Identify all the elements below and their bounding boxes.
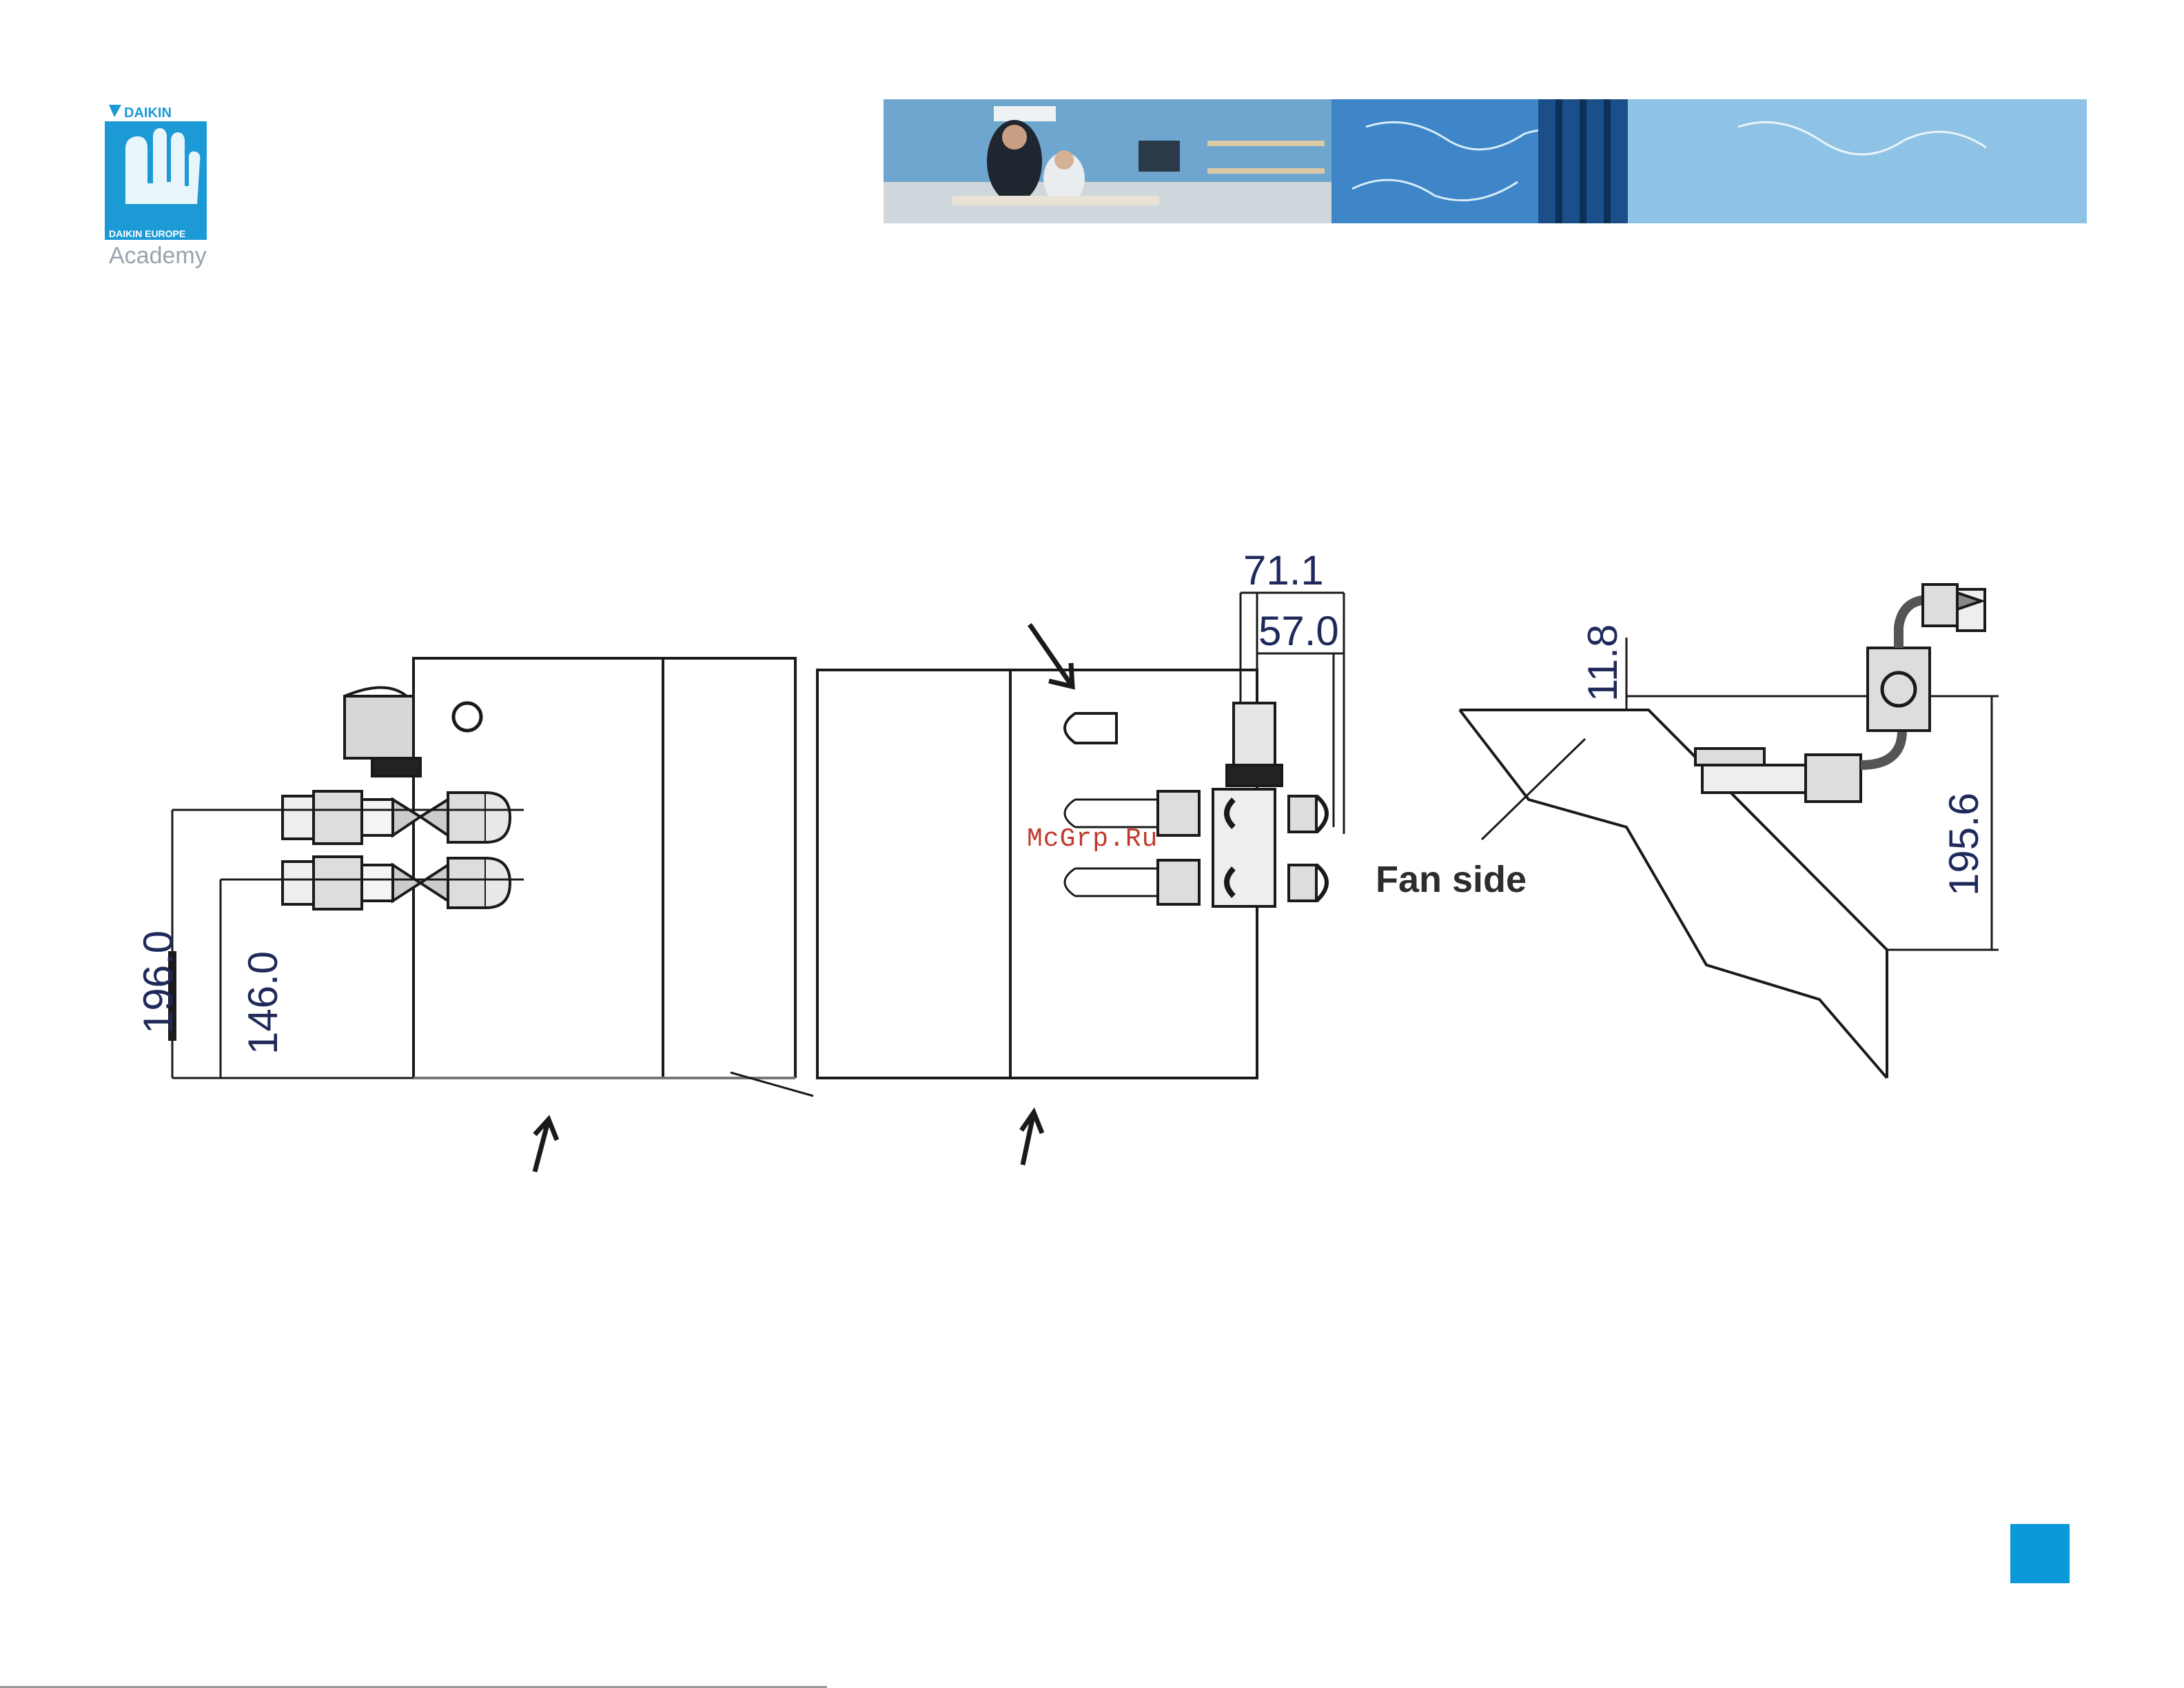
arrow-middle-bottom	[1021, 1112, 1042, 1165]
page-badge	[2010, 1524, 2070, 1583]
dim-146-label: 146.0	[240, 951, 286, 1055]
dim-71-1-label: 71.1	[1243, 547, 1324, 593]
left-lower-valve-row	[283, 857, 510, 909]
arrow-left-bottom	[535, 1119, 557, 1172]
fan-side-label: Fan side	[1376, 859, 1527, 900]
dim-57-0-label: 57.0	[1258, 608, 1339, 654]
right-view	[1460, 584, 1999, 1078]
arrow-middle-top	[1030, 624, 1072, 687]
dim-195-6-label: 195.6	[1941, 793, 1987, 896]
left-upper-valve-row	[283, 791, 510, 844]
watermark-text: McGrp.Ru	[1027, 824, 1158, 854]
dim-11-8-label: 11.8	[1580, 624, 1626, 702]
dim-196-label: 196.0	[135, 931, 181, 1034]
